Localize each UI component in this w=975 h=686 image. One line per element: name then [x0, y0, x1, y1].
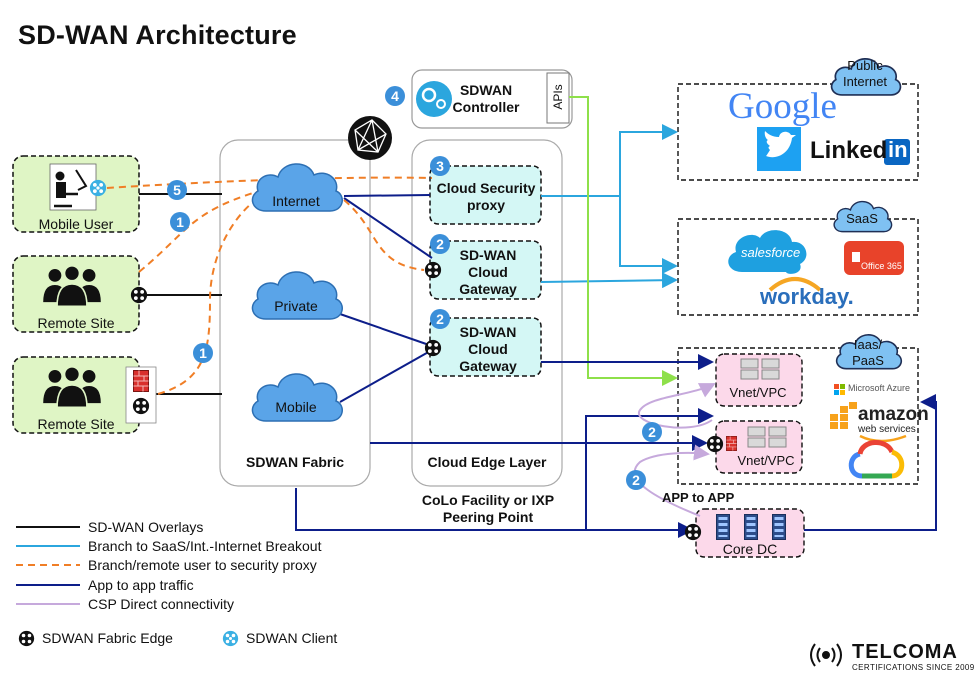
telcoma-signal-icon — [810, 643, 842, 667]
colo-label-line1: CoLo Facility or IXP — [421, 492, 555, 508]
google-logo-text: Google — [728, 86, 837, 127]
private-label: Private — [274, 298, 318, 314]
internet-label: Internet — [272, 193, 320, 209]
mobile-user-figure-icon — [49, 163, 97, 211]
vnet-label-2: Vnet/VPC — [737, 453, 795, 468]
salesforce-logo-icon — [728, 230, 807, 274]
linkedin-in-box — [884, 139, 910, 165]
remote-site-people-icon — [42, 264, 102, 307]
mobile-user-label: Mobile User — [38, 216, 114, 232]
controller-label-line2: Controller — [452, 99, 520, 115]
legend-fabric-edge-icon — [18, 630, 35, 647]
salesforce-logo-text: salesforce — [741, 245, 801, 260]
remote-site-label-1: Remote Site — [37, 315, 115, 331]
rack-icon-3 — [772, 514, 786, 540]
controller-label-line1: SDWAN — [459, 82, 513, 98]
controller-gear-icon — [416, 81, 452, 117]
step-badge-2b: 2 — [626, 470, 646, 490]
linkedin-logo-text: Linked — [810, 137, 888, 164]
saas-label: SaaS — [846, 211, 878, 226]
office365-logo-icon — [844, 241, 904, 275]
security-proxy-line1: Cloud Security — [436, 180, 536, 196]
workday-arc-icon — [768, 277, 822, 292]
firewall-icon — [133, 370, 149, 392]
step-badge-2a: 2 — [642, 422, 662, 442]
step-badge-4: 4 — [385, 86, 405, 106]
gateway1-line3: Gateway — [459, 281, 517, 297]
sdwan-fabric-label: SDWAN Fabric — [245, 454, 345, 470]
remote-site-people-icon-2 — [42, 365, 102, 408]
gateway-edge-icon-2 — [424, 339, 442, 357]
rack-icon-1 — [716, 514, 730, 540]
amazon-logo-text: amazon — [858, 404, 929, 425]
public-internet-line2: Internet — [842, 74, 888, 89]
gateway2-line3: Gateway — [459, 358, 517, 374]
core-dc-edge-icon — [684, 523, 702, 541]
workday-logo-text: workday. — [760, 284, 854, 309]
colo-label-line2: Peering Point — [442, 509, 534, 525]
page-title: SD-WAN Architecture — [18, 20, 297, 50]
iaas-label-line2: PaaS — [852, 353, 884, 368]
rack-icon-2 — [744, 514, 758, 540]
legend-overlays: SD-WAN Overlays — [88, 519, 204, 535]
gateway-edge-icon — [424, 261, 442, 279]
step-badge-2-gw1: 2 — [430, 234, 450, 254]
legend-app: App to app traffic — [88, 577, 194, 593]
microsoft-logo-icon — [834, 384, 845, 395]
gateway1-line2: Cloud — [468, 264, 508, 280]
legend-sdwan-client-icon — [222, 630, 239, 647]
brand-name: TELCOMA — [852, 641, 958, 663]
apis-label: APIs — [551, 84, 565, 110]
app-to-app-label: APP to APP — [662, 490, 735, 505]
step-badge-1a: 1 — [170, 212, 190, 232]
fabric-edge-icon — [130, 286, 148, 304]
core-dc-label: Core DC — [722, 541, 778, 557]
aws-sub-text: web services — [858, 424, 916, 435]
google-cloud-logo-icon — [848, 440, 905, 479]
brand-tagline: CERTIFICATIONS SINCE 2009 — [852, 663, 975, 672]
gateway2-line1: SD-WAN — [459, 324, 517, 340]
azure-logo-text: Microsoft Azure — [848, 383, 911, 393]
fabric-edge-icon-2 — [132, 397, 150, 415]
connection-lines — [106, 96, 937, 538]
step-badge-2-gw2: 2 — [430, 309, 450, 329]
vnet-edge-icon — [706, 435, 724, 453]
remote-site-label-2: Remote Site — [37, 416, 115, 432]
vnet-label-1: Vnet/VPC — [729, 385, 787, 400]
sdwan-client-icon — [89, 179, 107, 197]
office365-logo-text: Office 365 — [861, 261, 902, 271]
step-badge-3: 3 — [430, 156, 450, 176]
vnet-firewall-icon — [726, 436, 737, 451]
mobile-label: Mobile — [275, 399, 317, 415]
globe-icon — [348, 116, 392, 160]
twitter-logo-icon — [757, 127, 801, 171]
gateway2-line2: Cloud — [468, 341, 508, 357]
iaas-label-line1: Iaas/ — [853, 337, 883, 352]
gateway1-line1: SD-WAN — [459, 247, 517, 263]
legend-csp: CSP Direct connectivity — [88, 596, 235, 612]
step-badge-1b: 1 — [193, 343, 213, 363]
public-internet-line1: Public — [847, 58, 883, 73]
legend-lines — [16, 526, 80, 605]
legend-proxy: Branch/remote user to security proxy — [88, 557, 317, 573]
legend-client: SDWAN Client — [246, 630, 338, 646]
security-proxy-line2: proxy — [466, 197, 506, 213]
step-badge-5: 5 — [167, 180, 187, 200]
legend-breakout: Branch to SaaS/Int.-Internet Breakout — [88, 538, 322, 554]
linkedin-in-text: in — [888, 137, 908, 162]
cloud-edge-layer-label: Cloud Edge Layer — [427, 454, 547, 470]
legend-fabric-edge: SDWAN Fabric Edge — [42, 630, 173, 646]
